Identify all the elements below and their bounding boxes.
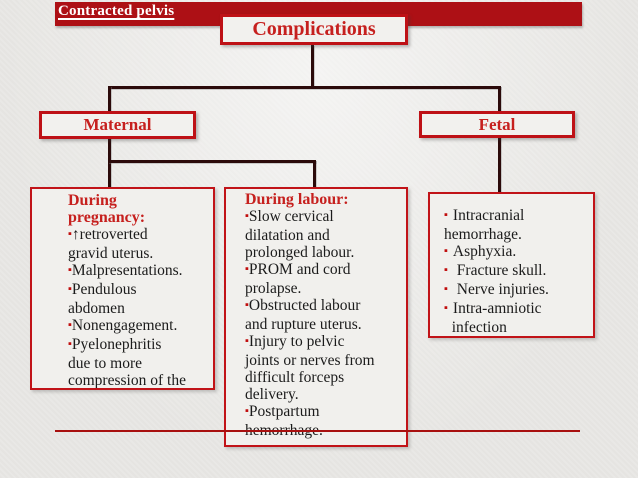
bullet-icon: ▪ [444, 264, 448, 276]
list-item: ▪Intra-amniotic infection [444, 300, 542, 336]
slide-heading: Contracted pelvis [58, 3, 175, 19]
node-complications-label: Complications [252, 18, 376, 40]
list-item: ▪Asphyxia. [444, 243, 517, 260]
connector-fetal-up [498, 86, 501, 113]
bullet-icon: ▪ [245, 335, 249, 347]
list-item: ▪Pendulous abdomen [68, 281, 137, 317]
bullet-icon: ▪ [68, 264, 72, 276]
node-complications: Complications [220, 14, 408, 45]
bullet-icon: ▪ [245, 210, 249, 222]
divider-line [55, 430, 580, 432]
list-item: ▪Slow cervical dilatation and prolonged … [245, 208, 355, 261]
node-maternal: Maternal [39, 111, 196, 139]
list-item: ▪Injury to pelvic joints or nerves from … [245, 333, 375, 403]
bullet-icon: ▪ [68, 319, 72, 331]
connector-root-down [311, 45, 314, 88]
connector-maternal-up [108, 86, 111, 113]
box-during-pregnancy-title: During pregnancy: [68, 192, 146, 226]
bullet-icon: ▪ [68, 283, 72, 295]
node-fetal: Fetal [419, 111, 575, 138]
list-item: ▪ Fracture skull. [444, 262, 547, 279]
bullet-icon: ▪ [444, 283, 448, 295]
node-maternal-label: Maternal [83, 115, 152, 134]
bullet-icon: ▪ [245, 263, 249, 275]
bullet-icon: ▪ [444, 245, 448, 257]
bullet-icon: ▪ [68, 338, 72, 350]
node-fetal-label: Fetal [478, 114, 516, 134]
box-during-pregnancy: During pregnancy: ▪↑retroverted gravid u… [30, 187, 215, 390]
bullet-icon: ▪ [245, 299, 249, 311]
list-item: ▪Pyelonephritis due to more compression … [68, 336, 186, 389]
list-item: ▪↑retroverted gravid uterus. [68, 226, 154, 262]
connector-maternal-down [108, 138, 111, 189]
bullet-icon: ▪ [245, 405, 249, 417]
connector-fetal-content-down [498, 137, 501, 194]
bullet-icon: ▪ [444, 302, 448, 314]
list-item: ▪Nonengagement. [68, 317, 178, 334]
list-item: ▪Postpartum hemorrhage. [245, 403, 323, 439]
box-fetal-complications: ▪Intracranial hemorrhage. ▪Asphyxia. ▪ F… [428, 192, 595, 338]
list-item: ▪PROM and cord prolapse. [245, 261, 351, 297]
bullet-icon: ▪ [444, 209, 448, 221]
connector-labour-branch [108, 160, 316, 163]
box-during-labour: During labour: ▪Slow cervical dilatation… [224, 187, 408, 447]
list-item: ▪Malpresentations. [68, 262, 183, 279]
connector-labour-down [313, 160, 316, 189]
connector-top-horizontal [108, 86, 501, 89]
bullet-icon: ▪ [68, 228, 72, 240]
list-item: ▪Obstructed labour and rupture uterus. [245, 297, 362, 333]
list-item: ▪Intracranial hemorrhage. [444, 207, 525, 243]
list-item: ▪ Nerve injuries. [444, 281, 549, 298]
box-during-labour-title: During labour: [245, 191, 349, 208]
